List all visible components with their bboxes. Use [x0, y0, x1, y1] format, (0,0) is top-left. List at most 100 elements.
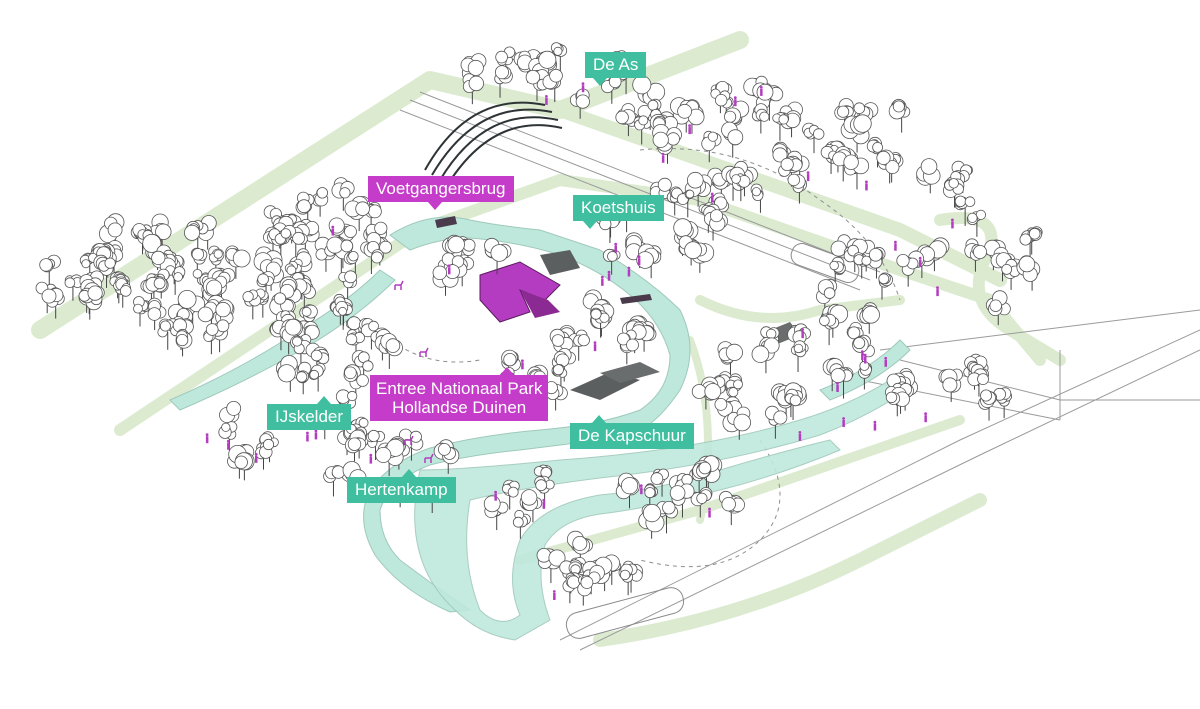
tree-icon: [93, 254, 116, 288]
tree-icon: [802, 122, 825, 154]
tree-icon: [829, 256, 846, 289]
person-icon: [521, 359, 524, 370]
label-koetshuis: Koetshuis: [573, 195, 664, 229]
tree-icon: [644, 483, 659, 512]
tree-icon: [690, 487, 713, 518]
tree-icon: [495, 46, 517, 78]
tree-icon: [750, 183, 764, 213]
tree-icon: [787, 173, 807, 204]
person-icon: [581, 82, 585, 93]
person-icon: [447, 264, 451, 275]
label-hertenkamp-text: Hertenkamp: [355, 480, 448, 499]
tree-icon: [691, 376, 722, 410]
tree-icon: [378, 333, 403, 369]
tree-icon: [692, 460, 712, 496]
person-icon: [860, 350, 864, 361]
tree-icon: [566, 530, 593, 563]
person-icon: [306, 431, 309, 442]
tree-icon: [617, 332, 639, 365]
deer-icon: [419, 347, 429, 357]
tree-icon: [165, 265, 186, 295]
tree-icon: [723, 100, 750, 137]
tree-icon: [39, 254, 61, 286]
tree-icon: [544, 381, 568, 411]
person-icon: [607, 270, 611, 281]
tree-icon: [550, 42, 568, 72]
tree-icon: [638, 503, 665, 539]
tree-icon: [484, 237, 512, 275]
tree-icon: [577, 574, 594, 606]
tree-icon: [343, 251, 359, 276]
tree-icon: [542, 68, 563, 103]
tree-icon: [344, 196, 371, 232]
person-icon: [759, 86, 763, 96]
tree-icon: [954, 195, 976, 226]
tree-icon: [843, 238, 868, 273]
tree-icon: [896, 254, 919, 287]
tree-icon: [331, 177, 355, 211]
footbridge-arch: [424, 101, 563, 185]
tree-icon: [853, 252, 872, 279]
tree-icon: [323, 464, 345, 497]
tree-icon: [78, 285, 103, 320]
tree-icon: [722, 406, 751, 440]
tree-icon: [784, 388, 804, 420]
label-entree-line1: Entree Nationaal Park: [376, 379, 543, 398]
tree-icon: [772, 112, 790, 141]
tree-icon: [843, 154, 870, 190]
deer-icon: [404, 435, 414, 445]
tree-icon: [351, 350, 374, 383]
tree-icon: [816, 278, 838, 314]
tree-icon: [840, 114, 872, 153]
person-icon: [918, 256, 922, 267]
tree-icon: [432, 264, 460, 296]
deer-icon: [424, 453, 434, 463]
tree-icon: [625, 320, 647, 354]
person-icon: [637, 255, 641, 266]
person-icon: [314, 429, 318, 440]
tree-icon: [295, 191, 315, 224]
person-icon: [600, 275, 604, 286]
person-icon: [710, 192, 714, 203]
person-icon: [863, 353, 867, 364]
tree-icon: [360, 241, 384, 275]
tree-icon: [462, 73, 485, 105]
tree-icon: [203, 323, 219, 355]
tree-icon: [296, 361, 312, 395]
tree-icon: [1019, 227, 1043, 260]
tree-icon: [533, 464, 553, 494]
label-entree-nationaal-park: Entree Nationaal Park Hollandse Duinen: [370, 367, 549, 421]
tree-icon: [344, 429, 367, 462]
tree-icon: [228, 444, 255, 481]
person-icon: [205, 433, 209, 444]
people: [205, 82, 954, 600]
person-icon: [865, 180, 868, 191]
tree-icon: [964, 238, 988, 272]
tree-icon: [332, 300, 353, 330]
person-icon: [836, 382, 839, 392]
tree-icon: [225, 245, 251, 279]
label-entree-line2: Hollandse Duinen: [392, 398, 527, 417]
tree-icon: [375, 438, 405, 477]
person-icon: [688, 124, 691, 135]
tree-icon: [501, 479, 520, 510]
tree-icon: [615, 103, 640, 137]
tree-icon: [714, 396, 743, 432]
tree-icon: [684, 241, 715, 273]
tree-icon: [852, 334, 875, 368]
tree-icon: [943, 178, 965, 208]
tree-icon: [190, 247, 208, 277]
tree-icon: [242, 289, 262, 320]
label-de-kapschuur: De Kapschuur: [570, 415, 694, 449]
tree-icon: [721, 121, 744, 158]
label-voetgangersbrug-text: Voetgangersbrug: [376, 179, 506, 198]
tree-icon: [633, 115, 652, 145]
label-hertenkamp: Hertenkamp: [347, 469, 456, 503]
trees: [35, 42, 1043, 606]
tree-icon: [878, 272, 893, 300]
person-icon: [873, 420, 877, 431]
tree-icon: [652, 127, 682, 164]
label-de-as: De As: [585, 52, 647, 86]
tree-icon: [569, 88, 590, 119]
tree-icon: [856, 302, 880, 334]
